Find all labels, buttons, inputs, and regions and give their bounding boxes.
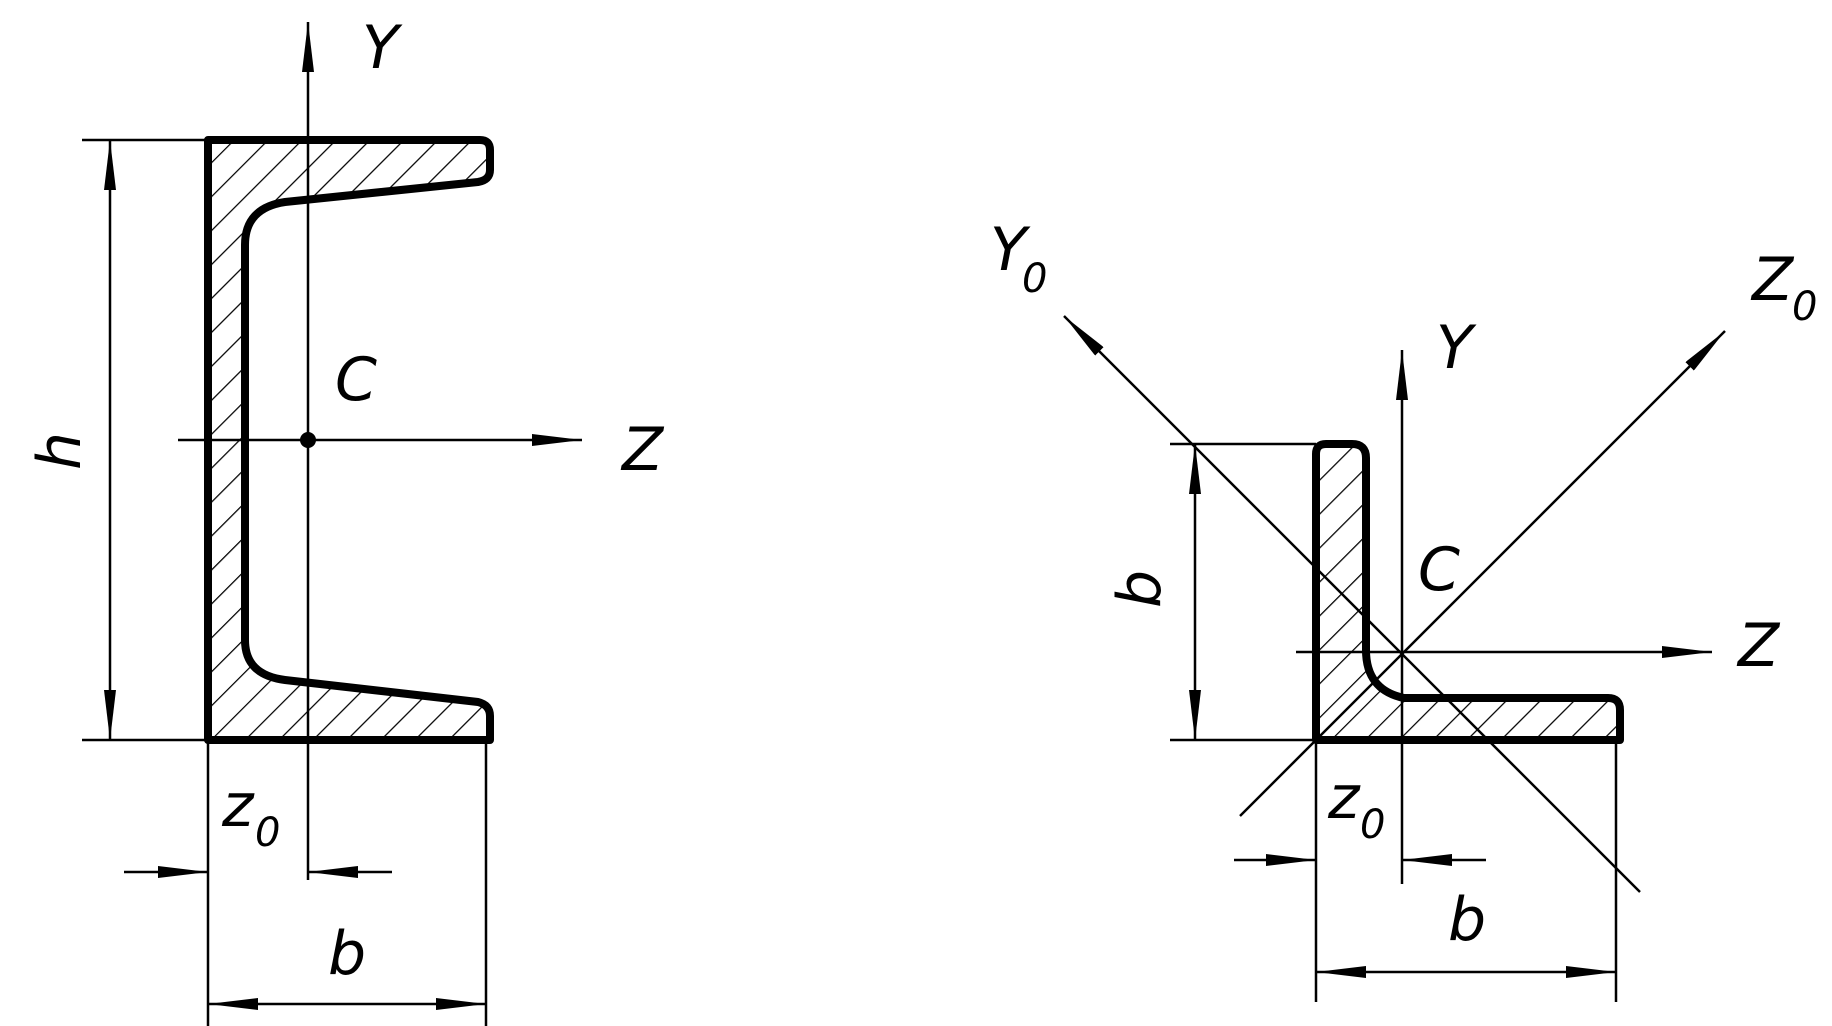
channel-y-axis-label: Y — [362, 13, 403, 83]
channel-z0-subscript: 0 — [255, 810, 280, 856]
channel-h-label: h — [25, 432, 95, 470]
angle-z0-axis — [1239, 330, 1726, 817]
angle-y0-axis — [1063, 315, 1641, 893]
channel-z-axis-label: Z — [620, 415, 665, 485]
angle-centroid-label: C — [1418, 535, 1460, 605]
angle-y0-axis-label: Y — [990, 215, 1031, 285]
angle-b-vertical-label: b — [1105, 570, 1175, 608]
angle-z-axis-label: Z — [1736, 611, 1781, 681]
channel-profile — [204, 136, 494, 744]
channel-z0-label: z — [221, 771, 255, 841]
channel-section: Y Z C h b z 0 — [25, 13, 665, 1026]
angle-y0-subscript: 0 — [1022, 256, 1047, 302]
channel-b-label: b — [328, 919, 366, 989]
angle-z0-subscript: 0 — [1792, 284, 1817, 330]
angle-z0-dim-subscript: 0 — [1360, 802, 1385, 848]
channel-centroid-label: C — [335, 345, 377, 415]
angle-y-axis-label: Y — [1436, 313, 1477, 383]
angle-z0-label: z — [1327, 763, 1361, 833]
channel-centroid-point — [300, 432, 316, 448]
angle-z0-axis-label: Z — [1750, 245, 1795, 315]
angle-section: Y Z Y 0 Z 0 C b b z 0 — [990, 215, 1817, 1002]
angle-b-label: b — [1448, 885, 1486, 955]
